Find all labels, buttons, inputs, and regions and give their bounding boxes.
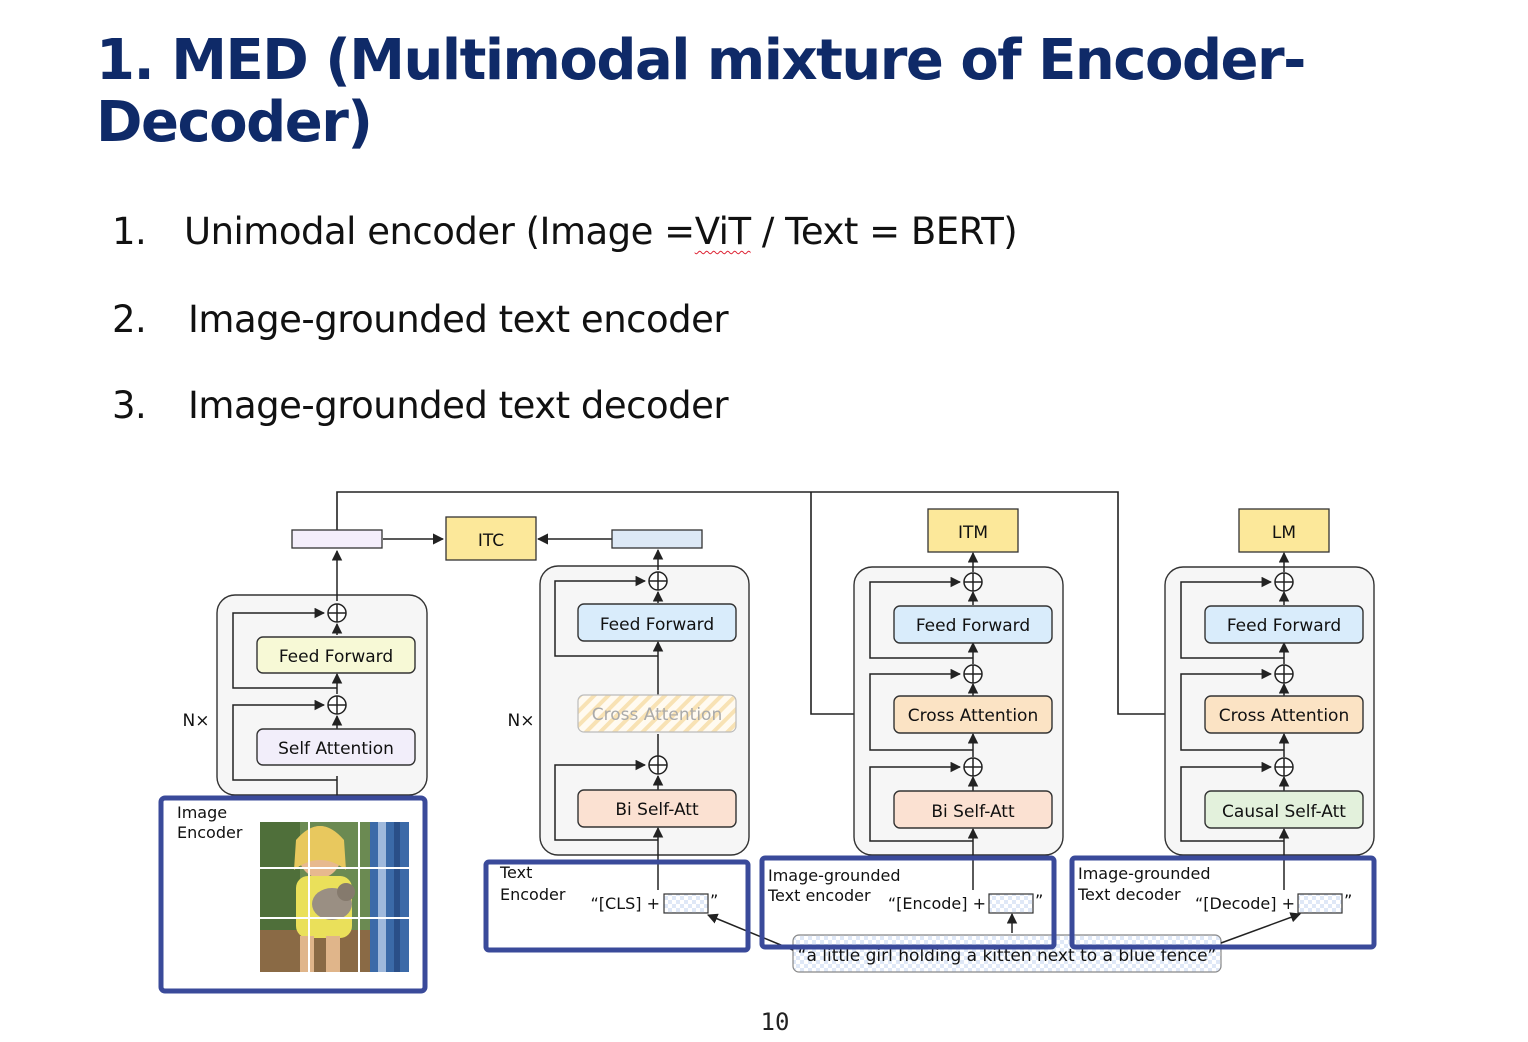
itc-label: ITC bbox=[478, 531, 504, 551]
self-attention-label: Self Attention bbox=[278, 739, 394, 759]
plus-circle-icon bbox=[648, 755, 668, 775]
grounded-encoder-label: Text encoder bbox=[767, 886, 871, 905]
plus-circle-icon bbox=[327, 695, 347, 715]
bi-self-att-block bbox=[577, 789, 737, 828]
grounded-decoder-frame bbox=[1069, 855, 1377, 950]
text-embedding-bar bbox=[611, 529, 703, 549]
girl-with-kitten-photo bbox=[260, 822, 409, 972]
bi-self-att-label: Bi Self-Att bbox=[615, 800, 699, 820]
bullet-item-3: 3. Image-grounded text decoder bbox=[112, 384, 729, 427]
causal-self-att-label: Causal Self-Att bbox=[1222, 802, 1346, 822]
bullet-item-1: 1. Unimodal encoder (Image =ViT / Text = … bbox=[112, 210, 1018, 253]
plus-circle-icon bbox=[963, 664, 983, 684]
bi-self-att-block bbox=[893, 790, 1053, 829]
bullet-number: 3. bbox=[112, 384, 147, 427]
feed-forward-block bbox=[1204, 605, 1364, 644]
feed-forward-label: Feed Forward bbox=[1227, 616, 1341, 636]
feed-forward-label: Feed Forward bbox=[916, 616, 1030, 636]
token-placeholder-box bbox=[988, 893, 1034, 914]
plus-circle-icon bbox=[1274, 757, 1294, 777]
caption-box bbox=[792, 934, 1222, 973]
image-encoder-label: Image bbox=[177, 803, 227, 822]
page-number: 10 bbox=[760, 1008, 790, 1036]
image-embedding-bar bbox=[291, 529, 383, 549]
feed-forward-label: Feed Forward bbox=[279, 647, 393, 667]
token-prefix: “[Encode] + bbox=[888, 894, 986, 913]
caption-text: “a little girl holding a kitten next to … bbox=[798, 946, 1217, 966]
plus-circle-icon bbox=[327, 603, 347, 623]
lm-head-box bbox=[1238, 508, 1330, 553]
grounded-decoder-label: Text decoder bbox=[1077, 885, 1181, 904]
plus-circle-icon bbox=[1274, 664, 1294, 684]
bullet-text-rest: / Text = BERT) bbox=[750, 210, 1018, 253]
grounded-encoder-frame bbox=[759, 855, 1057, 950]
lm-label: LM bbox=[1272, 523, 1296, 543]
causal-self-att-block bbox=[1204, 790, 1364, 829]
plus-circle-icon bbox=[648, 571, 668, 591]
grounded-decoder-label: Image-grounded bbox=[1078, 864, 1211, 883]
cross-attention-label: Cross Attention bbox=[1219, 706, 1349, 726]
token-suffix: ” bbox=[1035, 891, 1043, 910]
cross-attention-block bbox=[893, 695, 1053, 734]
cross-attention-block bbox=[1204, 695, 1364, 734]
token-placeholder-box bbox=[1297, 893, 1343, 914]
text-encoder-label: Text bbox=[499, 863, 532, 882]
slide-title: 1. MED (Multimodal mixture of Encoder-De… bbox=[96, 28, 1306, 155]
bullet-text: Image-grounded text encoder bbox=[188, 298, 729, 341]
feed-forward-block bbox=[256, 636, 416, 674]
connection-lines bbox=[336, 491, 1200, 720]
feed-forward-block bbox=[893, 605, 1053, 644]
token-prefix: “[Decode] + bbox=[1195, 894, 1295, 913]
plus-circle-icon bbox=[963, 572, 983, 592]
spellcheck-underlined-word: ViT bbox=[694, 210, 751, 253]
bi-self-att-label: Bi Self-Att bbox=[931, 802, 1015, 822]
bullet-text: Image-grounded text decoder bbox=[188, 384, 729, 427]
image-encoder-label: Encoder bbox=[177, 823, 243, 842]
text-encoder-frame bbox=[483, 859, 751, 953]
plus-circle-icon bbox=[1274, 572, 1294, 592]
token-suffix: ” bbox=[1344, 891, 1352, 910]
repeat-label-text: N× bbox=[508, 711, 535, 731]
feed-forward-block bbox=[577, 603, 737, 642]
plus-circle-icon bbox=[963, 757, 983, 777]
token-placeholder-box bbox=[663, 893, 709, 914]
repeat-label-image: N× bbox=[183, 711, 210, 731]
feed-forward-label: Feed Forward bbox=[600, 615, 714, 635]
bullet-number: 1. bbox=[112, 210, 147, 253]
cross-attention-label: Cross Attention bbox=[908, 706, 1038, 726]
bullet-item-2: 2. Image-grounded text encoder bbox=[112, 298, 729, 341]
itm-head-box bbox=[927, 508, 1019, 553]
token-prefix: “[CLS] + bbox=[590, 894, 660, 913]
grounded-encoder-label: Image-grounded bbox=[768, 866, 901, 885]
cross-attention-disabled-block bbox=[577, 694, 737, 733]
itm-label: ITM bbox=[958, 523, 988, 543]
bullet-number: 2. bbox=[112, 298, 147, 341]
itc-head-box bbox=[445, 516, 537, 561]
text-encoder-label: Encoder bbox=[500, 885, 566, 904]
self-attention-block bbox=[256, 728, 416, 766]
token-suffix: ” bbox=[710, 891, 718, 910]
bullet-text: Unimodal encoder (Image = bbox=[184, 210, 695, 253]
cross-attention-label: Cross Attention bbox=[592, 705, 722, 725]
